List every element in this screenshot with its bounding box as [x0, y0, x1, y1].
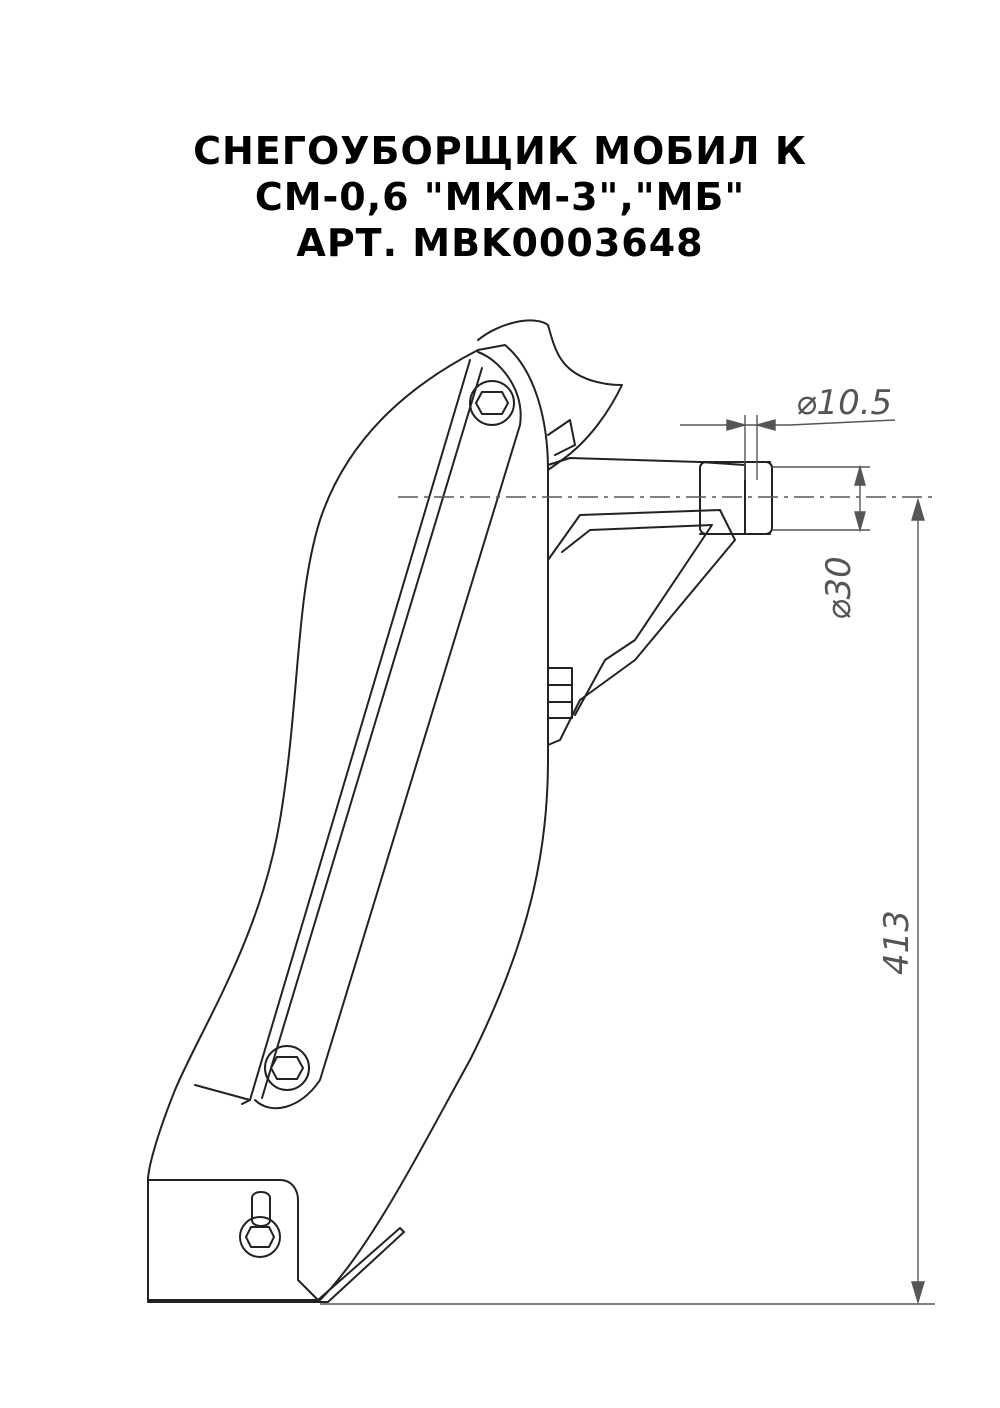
hole-leader [789, 419, 896, 426]
title-line-1: СНЕГОУБОРЩИК МОБИЛ К [193, 129, 807, 173]
top-mount-plate [477, 319, 623, 471]
drawing-title: СНЕГОУБОРЩИК МОБИЛ К СМ-0,6 "МКМ-3","МБ"… [0, 128, 1000, 266]
mount-bracket [547, 457, 746, 466]
tube-arrow-bottom [854, 511, 866, 533]
nut-stack [547, 667, 573, 719]
height-label: 413 [877, 910, 917, 975]
top-tab [547, 419, 576, 456]
arm-body [254, 351, 522, 1110]
upper-bolt-head [475, 391, 509, 415]
tube-arrow-top [854, 464, 866, 486]
bracket-lower-arm [547, 509, 736, 746]
lower-bolt-head [270, 1056, 304, 1080]
diagonal-arm-inner [261, 367, 483, 1099]
height-arrow-top [911, 497, 925, 521]
skid-bolt [239, 1216, 281, 1258]
tube-diameter-label: ⌀30 [819, 556, 859, 620]
skid-bolt-head [245, 1226, 275, 1248]
tube-mount [699, 461, 773, 535]
upper-bolt [469, 380, 515, 426]
bracket-inner [561, 524, 713, 716]
arm-foot [194, 1084, 251, 1105]
tube-mount-weld [699, 461, 771, 535]
diagonal-arm-outer [249, 359, 471, 1101]
scraper-edge [147, 1227, 405, 1303]
hole-arrow-right [754, 419, 776, 431]
blade-side-panel [147, 344, 549, 1301]
lower-bolt [264, 1045, 310, 1091]
skid-plate [147, 1179, 319, 1301]
title-line-3: АРТ. MBK0003648 [296, 221, 704, 265]
bolt-hole-diameter-label: ⌀10.5 [796, 383, 892, 423]
hole-arrow-left [726, 419, 748, 431]
skid-slot [251, 1191, 271, 1227]
title-line-2: СМ-0,6 "МКМ-3","МБ" [254, 175, 746, 219]
height-arrow-bottom [911, 1281, 925, 1305]
